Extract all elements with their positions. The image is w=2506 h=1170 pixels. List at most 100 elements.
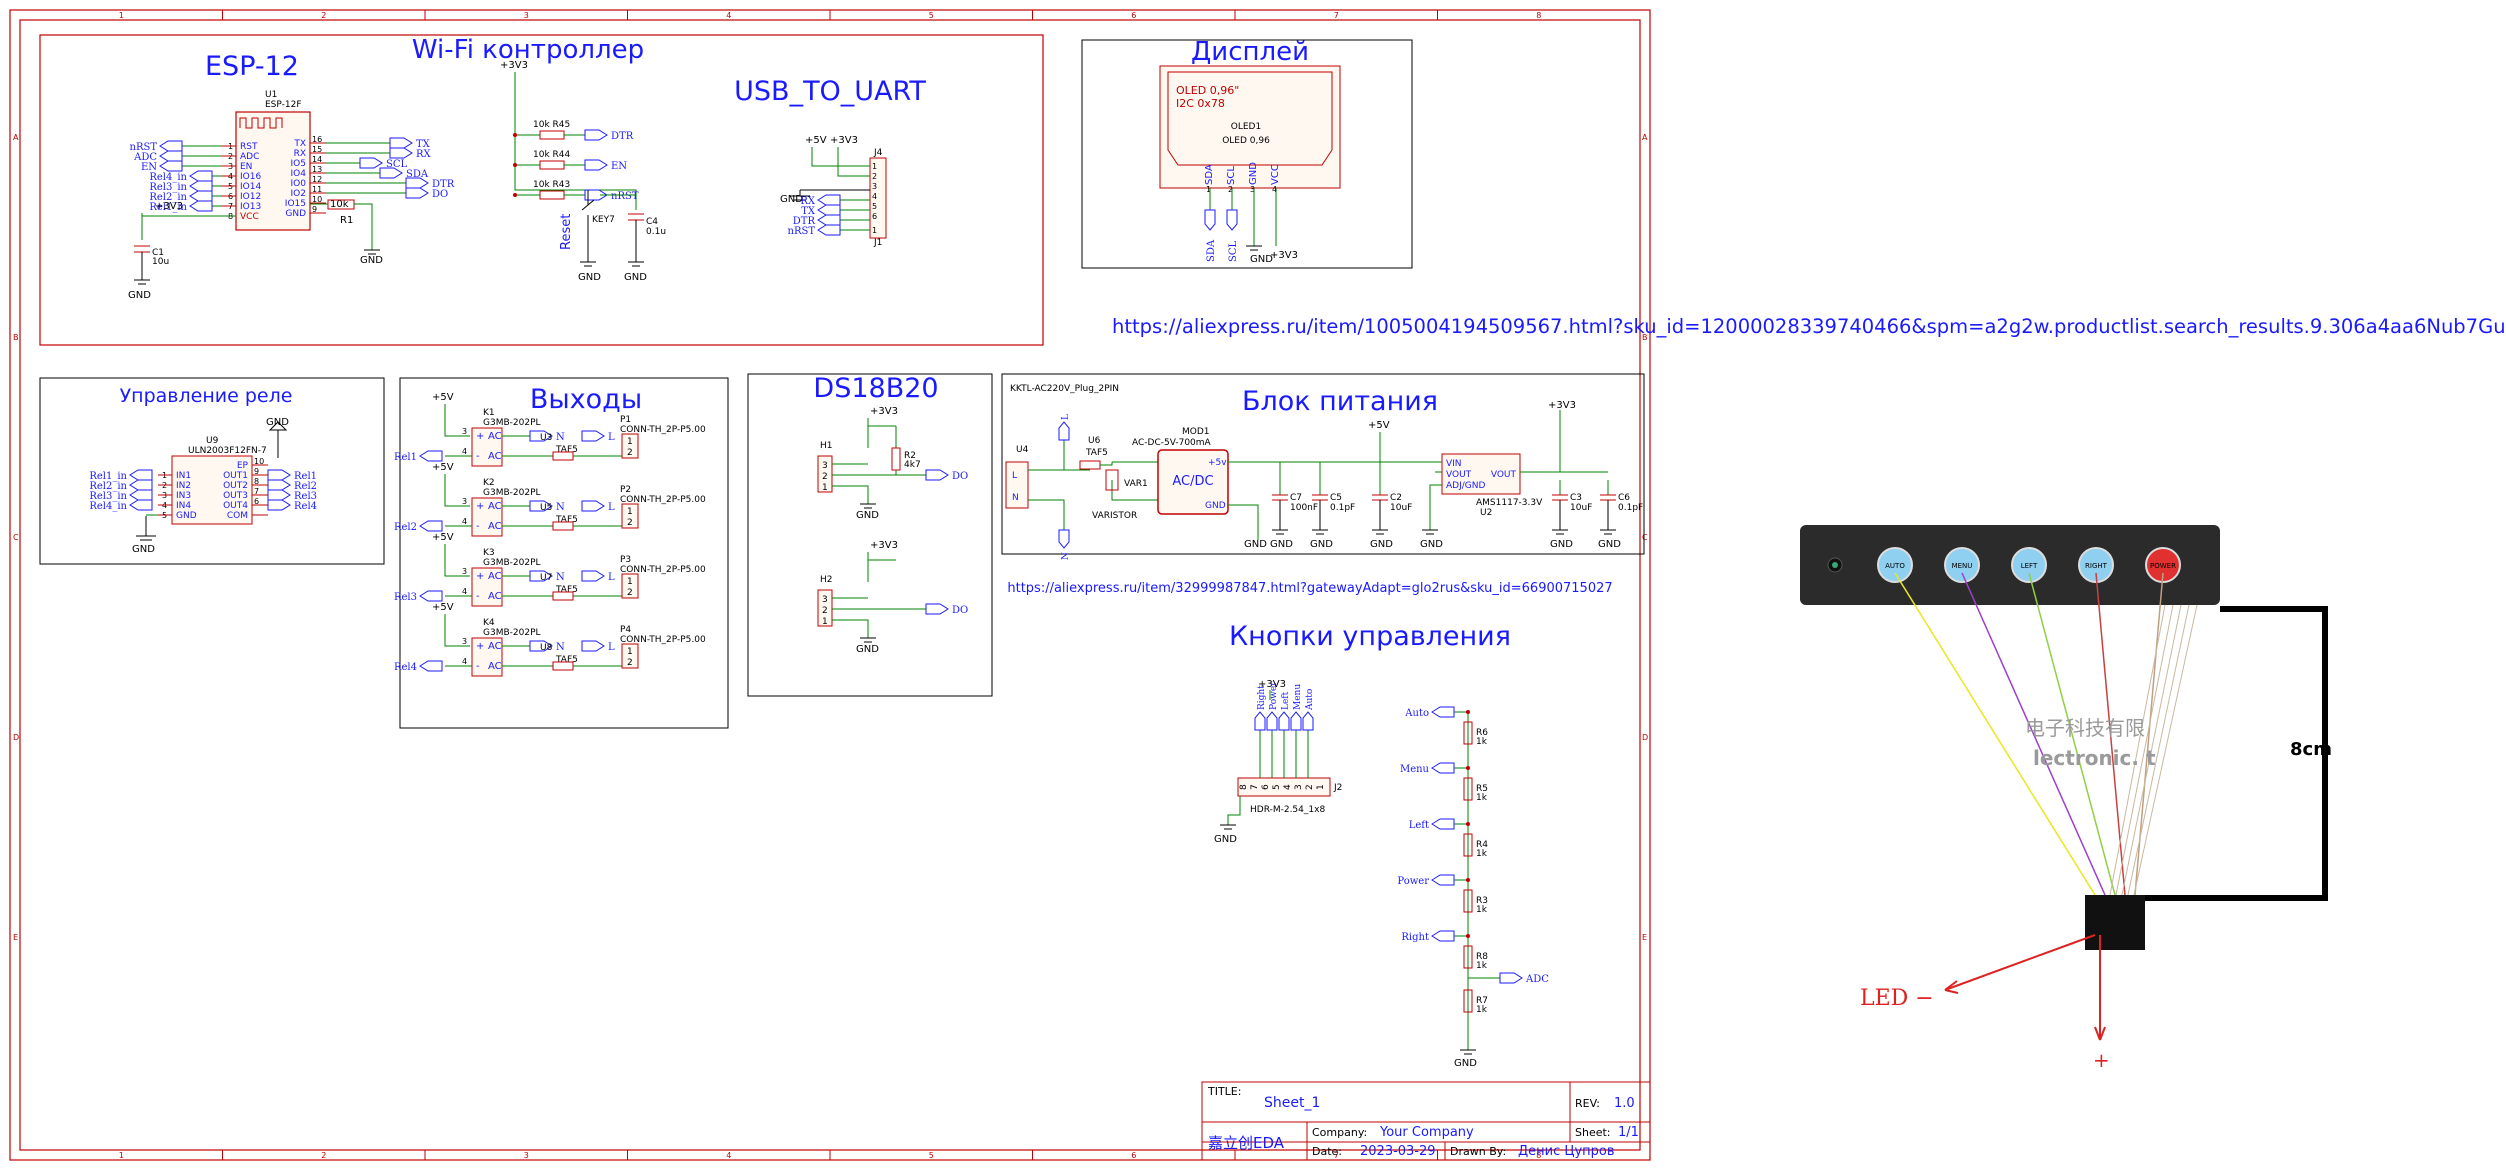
title-label: TITLE: <box>1207 1085 1241 1098</box>
ds-pin: 2 <box>822 606 828 616</box>
cap-value: 0.1pF <box>1618 503 1643 513</box>
cap-gnd <box>1372 529 1388 535</box>
junction <box>513 163 517 167</box>
net-flag-shape <box>1431 706 1455 718</box>
net-flag-shape <box>267 479 291 491</box>
keypad-button-label: AUTO <box>1885 562 1905 570</box>
psu-fuse: TAF5 <box>1085 448 1108 458</box>
ds-v33: +3V3 <box>870 540 898 551</box>
sheet-label: Sheet: <box>1575 1126 1611 1139</box>
psu-v33: +3V3 <box>1548 400 1576 411</box>
relay-v5: +5V <box>432 392 454 403</box>
frame-col-bottom: 3 <box>524 1151 529 1160</box>
psu-mod: MOD1 <box>1182 427 1210 437</box>
net-flag-shape <box>359 157 383 169</box>
net-flag-shape <box>1226 209 1238 231</box>
net-flag-shape <box>129 479 153 491</box>
keypad-wires <box>1894 572 2198 896</box>
net-label: Rel3 <box>394 592 417 603</box>
url2-link[interactable]: https://aliexpress.ru/item/32999987847.h… <box>1007 581 1612 596</box>
net-label: nRST <box>611 191 639 202</box>
relay-n: N <box>529 430 565 443</box>
keypad-wire <box>2127 604 2190 896</box>
relay-ac2: AC <box>488 591 502 602</box>
wire <box>573 656 623 667</box>
hdr-v33: +3V3 <box>1258 679 1286 690</box>
relay-v5: +5V <box>432 532 454 543</box>
net-flag-shape <box>1302 711 1314 731</box>
esp-right-num: 9 <box>312 205 317 214</box>
url1-link[interactable]: https://aliexpress.ru/item/1005004194509… <box>1112 315 2506 338</box>
btn-res-ref: R6 <box>1476 728 1488 738</box>
reg-pin-vout2: VOUT <box>1491 470 1517 480</box>
junction <box>1466 710 1470 714</box>
junction <box>1466 878 1470 882</box>
relay-u: U8 <box>540 643 553 653</box>
hdr-gnd: GND <box>1214 834 1237 845</box>
esp-left-pin: RST <box>240 142 258 152</box>
reset-net-en: EN <box>584 159 627 172</box>
net-label: Rel1 <box>294 471 317 482</box>
esp-ref: U1 <box>265 90 277 100</box>
net-flag-shape <box>1499 972 1523 984</box>
uln-right-pin: OUT3 <box>223 491 248 501</box>
relay-minus: - <box>476 591 480 602</box>
relay-net: Rel3 <box>394 590 443 603</box>
net-flag-shape <box>129 469 153 481</box>
relay-l: L <box>581 500 615 513</box>
net-flag-shape <box>1266 711 1278 731</box>
reset-key: KEY7 <box>592 215 615 225</box>
relay-conn-p1: 1 <box>627 507 633 517</box>
relay-l: L <box>581 570 615 583</box>
net-label: N <box>556 642 565 653</box>
net-label: SCL <box>386 159 408 170</box>
keypad-wire <box>2028 572 2116 896</box>
keypad-button-left <box>2011 547 2047 583</box>
relay-net: Rel4 <box>394 660 443 673</box>
net-flag-shape <box>1278 711 1290 731</box>
relay-l: L <box>581 430 615 443</box>
relay-plus: + <box>476 641 484 652</box>
led-label: LED − <box>1860 986 1934 1011</box>
hdr-net: Auto <box>1305 689 1315 711</box>
esp-net-rel3_in: Rel3_in <box>149 180 213 193</box>
uart-net-rx: RX <box>800 194 841 207</box>
oled-pin-label: GND <box>1248 162 1259 185</box>
frame-col-bottom: 7 <box>1334 1151 1339 1160</box>
keypad-button-label: POWER <box>2150 562 2176 570</box>
keypad-button-power <box>2145 547 2181 583</box>
uln-right-num: 8 <box>254 477 259 486</box>
relay-fuse: TAF5 <box>555 655 578 665</box>
relay-body <box>471 427 503 467</box>
uart-v5: +5V <box>805 135 827 146</box>
esp-net-rel2_in: Rel2_in <box>149 190 213 203</box>
relay-pin3: 3 <box>462 567 467 576</box>
psu-u6: U6 <box>1088 436 1101 446</box>
wifi-block-border <box>39 34 1044 346</box>
reg-pin-adj: ADJ/GND <box>1446 481 1485 491</box>
psu-u4: U4 <box>1016 445 1029 455</box>
wire <box>1100 461 1158 501</box>
esp-module: U1 ESP-12F RST1ADC2EN3IO164IO145IO126IO1… <box>130 90 455 231</box>
net-label: Menu <box>1400 764 1430 775</box>
net-flag-shape <box>581 640 605 652</box>
uln-right-num: 7 <box>254 487 259 496</box>
net-label: DO <box>432 189 448 200</box>
frame-col-bottom: 5 <box>929 1151 934 1160</box>
frame-row-left: D <box>13 733 19 742</box>
net-label: Rel4_in <box>89 501 127 512</box>
cap-gnd <box>1552 529 1568 535</box>
reset-net-dtr: DTR <box>584 129 634 142</box>
wire <box>867 552 896 582</box>
frame-row-right: D <box>1642 733 1648 742</box>
uln-ref: U9 <box>206 436 219 446</box>
esp-right-num: 15 <box>312 145 322 154</box>
fuse-body <box>1079 460 1101 470</box>
btn-res-ref: R5 <box>1476 784 1488 794</box>
uln-left-pin: IN1 <box>176 471 191 481</box>
net-label: DTR <box>793 216 816 227</box>
c1-value: 10u <box>152 257 169 267</box>
